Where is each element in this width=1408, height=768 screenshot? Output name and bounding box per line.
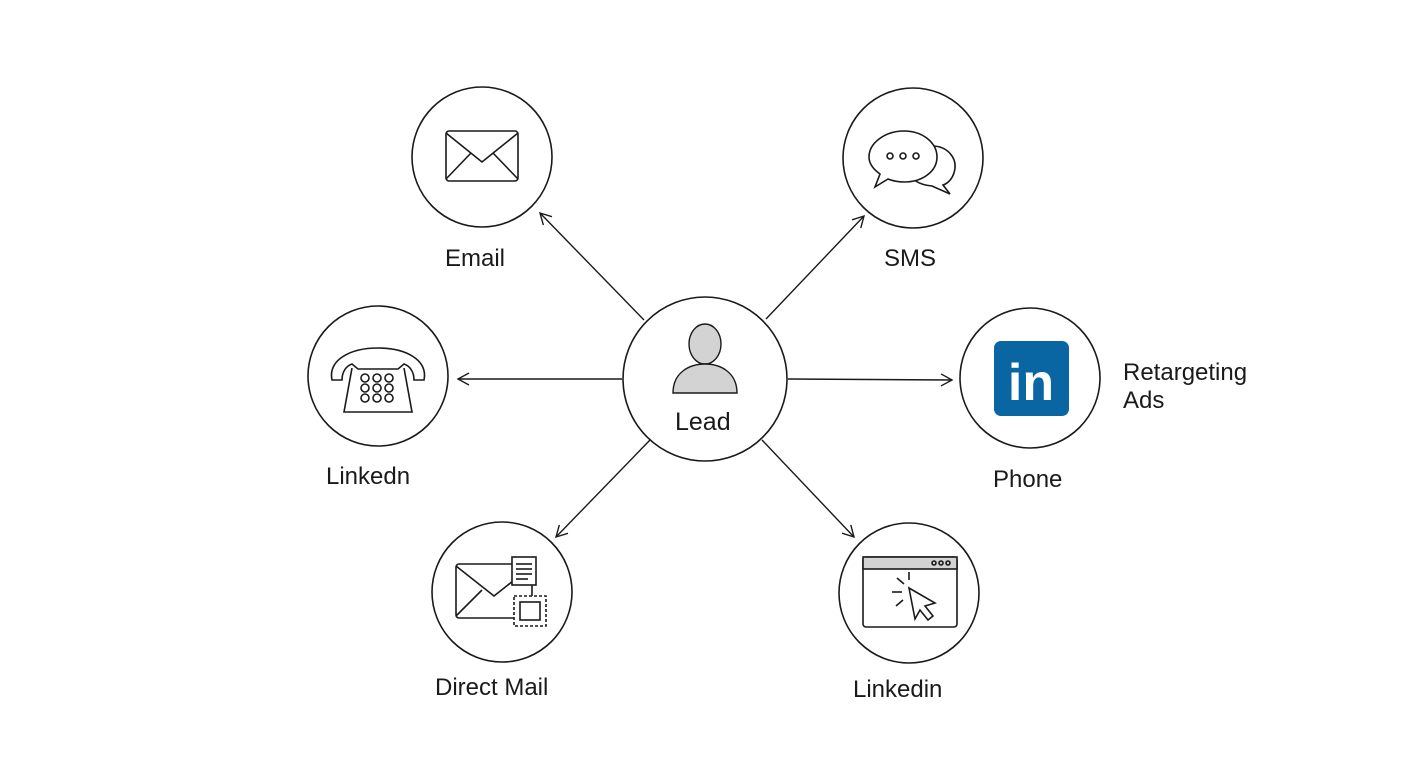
telephone-icon	[330, 347, 426, 413]
phone-label: Linkedn	[326, 463, 411, 490]
arrow-to-retargeting	[761, 439, 856, 539]
linkedin-logo-text: in	[1008, 354, 1054, 412]
arrow-to-email	[538, 211, 645, 321]
browser-cursor-click-icon	[862, 556, 958, 628]
envelope-with-letter-and-stamp-icon	[455, 556, 547, 627]
linkedin-node: in	[959, 307, 1101, 449]
retargeting-label: Linkedin	[853, 676, 943, 703]
linkedin-logo: in	[994, 341, 1069, 416]
linkedin-caption: Phone	[993, 466, 1063, 493]
retargeting-ads-label: Retargeting Ads	[1123, 359, 1248, 414]
email-label: Email	[445, 245, 506, 272]
connectors	[456, 211, 954, 539]
phone-node	[307, 305, 449, 447]
envelope-icon	[445, 130, 519, 182]
retargeting-node	[838, 522, 980, 664]
lead-node	[622, 296, 788, 462]
sms-label: SMS	[884, 245, 937, 272]
person-icon	[672, 323, 738, 394]
arrow-to-sms	[765, 214, 866, 320]
arrow-to-linkedin	[787, 373, 954, 387]
chat-bubbles-icon	[868, 130, 956, 195]
arrow-to-direct-mail	[554, 439, 651, 539]
email-node	[411, 86, 553, 228]
direct-mail-label: Direct Mail	[435, 674, 549, 701]
direct-mail-node	[431, 521, 573, 663]
lead-label: Lead	[675, 408, 731, 436]
sms-node	[842, 87, 984, 229]
